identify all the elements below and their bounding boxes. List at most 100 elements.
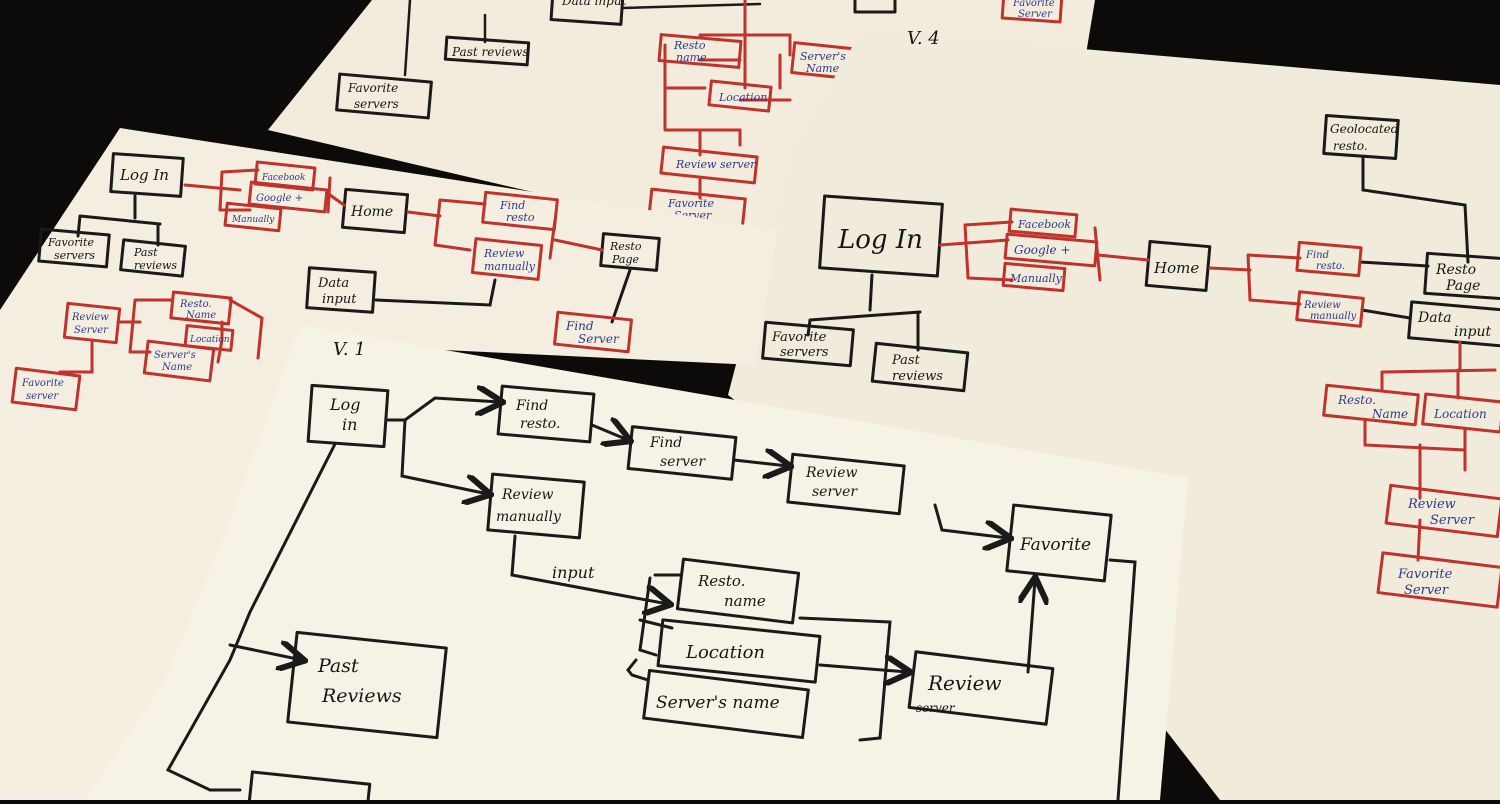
location-label: Location [685, 642, 765, 663]
resto-name-label: Resto.name [697, 572, 766, 610]
resto-name-label: Resto.Name [179, 299, 216, 321]
past-reviews-box [443, 35, 531, 67]
log-in-box [818, 194, 944, 278]
data-input-label: Data input [561, 0, 627, 8]
review-server-box [62, 301, 122, 345]
location-box [1421, 392, 1500, 434]
log-in-box [109, 152, 185, 198]
log-in-box [306, 383, 390, 449]
v1-version-label: V. 1 [333, 339, 366, 360]
data-input-box [549, 0, 625, 26]
review-server-box [659, 145, 759, 185]
manually-label: Manually [231, 215, 275, 225]
middle-top-red-connectors [183, 168, 604, 260]
home-box [340, 187, 410, 235]
location-box [656, 618, 822, 684]
top-connectors-black [403, 0, 762, 77]
location-label: Location [718, 91, 767, 104]
favorite-servers-box [761, 320, 855, 368]
review-server-to-favorite [933, 503, 1008, 538]
find-resto-box [481, 190, 559, 232]
find-server-box [553, 310, 633, 354]
manually-box [223, 201, 283, 233]
corner-favorite-server-box [1000, 0, 1064, 24]
facebook-label: Facebook [1017, 218, 1071, 231]
google-label: Google + [256, 193, 303, 204]
servers-name-box [142, 339, 216, 383]
review-manually-to-inputs [510, 534, 668, 604]
input-label: input [552, 563, 595, 582]
google-label: Google + [1014, 243, 1071, 257]
resto-page-box [1423, 251, 1500, 301]
past-reviews-box [119, 238, 187, 278]
review-manually-to-data-input [1360, 308, 1412, 320]
login-left-trunk [165, 442, 337, 792]
past-reviews-label: Past reviews [451, 45, 528, 59]
google-box [1003, 232, 1099, 268]
favorite-right-connector [1108, 558, 1137, 802]
paper-v4 [728, 30, 1500, 800]
servers-name-box [642, 668, 810, 740]
location-label: Location [1433, 407, 1487, 421]
bottom-cut-box [246, 770, 372, 804]
middle-lower-red-connectors [58, 298, 264, 374]
favorite-server-box [10, 366, 82, 412]
login-to-find-resto [386, 398, 500, 422]
login-to-past-reviews [228, 645, 302, 660]
review-server-label: Review server [675, 158, 756, 171]
find-resto-box [1295, 240, 1363, 278]
home-label: Home [1153, 259, 1199, 277]
facebook-box [1007, 207, 1079, 239]
log-in-label: Log In [119, 166, 169, 184]
corner-box [853, 0, 897, 14]
home-box [1144, 239, 1212, 293]
location-box [707, 79, 773, 113]
resto-name-box [1322, 383, 1420, 427]
resto-name-box [169, 290, 233, 326]
login-to-review-manually [400, 418, 488, 494]
favorite-label: Favorite [1019, 535, 1091, 555]
google-box [247, 180, 329, 214]
v4-red-connectors [938, 220, 1302, 306]
find-server-to-review-server [732, 460, 788, 466]
review-manually-box [470, 237, 544, 281]
geolocated-connector [1361, 156, 1470, 264]
v4-lower-red-connectors [1363, 340, 1497, 562]
find-resto-to-find-server [590, 425, 628, 440]
login-tree-connector [76, 194, 162, 247]
favorite-servers-box [335, 72, 433, 120]
home-label: Home [350, 204, 393, 220]
manually-label: Manually [1009, 272, 1063, 285]
past-reviews-box [286, 630, 448, 740]
v4-version-label: V. 4 [907, 28, 940, 49]
middle-black-connectors [374, 268, 632, 324]
facebook-label: Facebook [261, 173, 305, 183]
data-input-box [1407, 300, 1500, 348]
